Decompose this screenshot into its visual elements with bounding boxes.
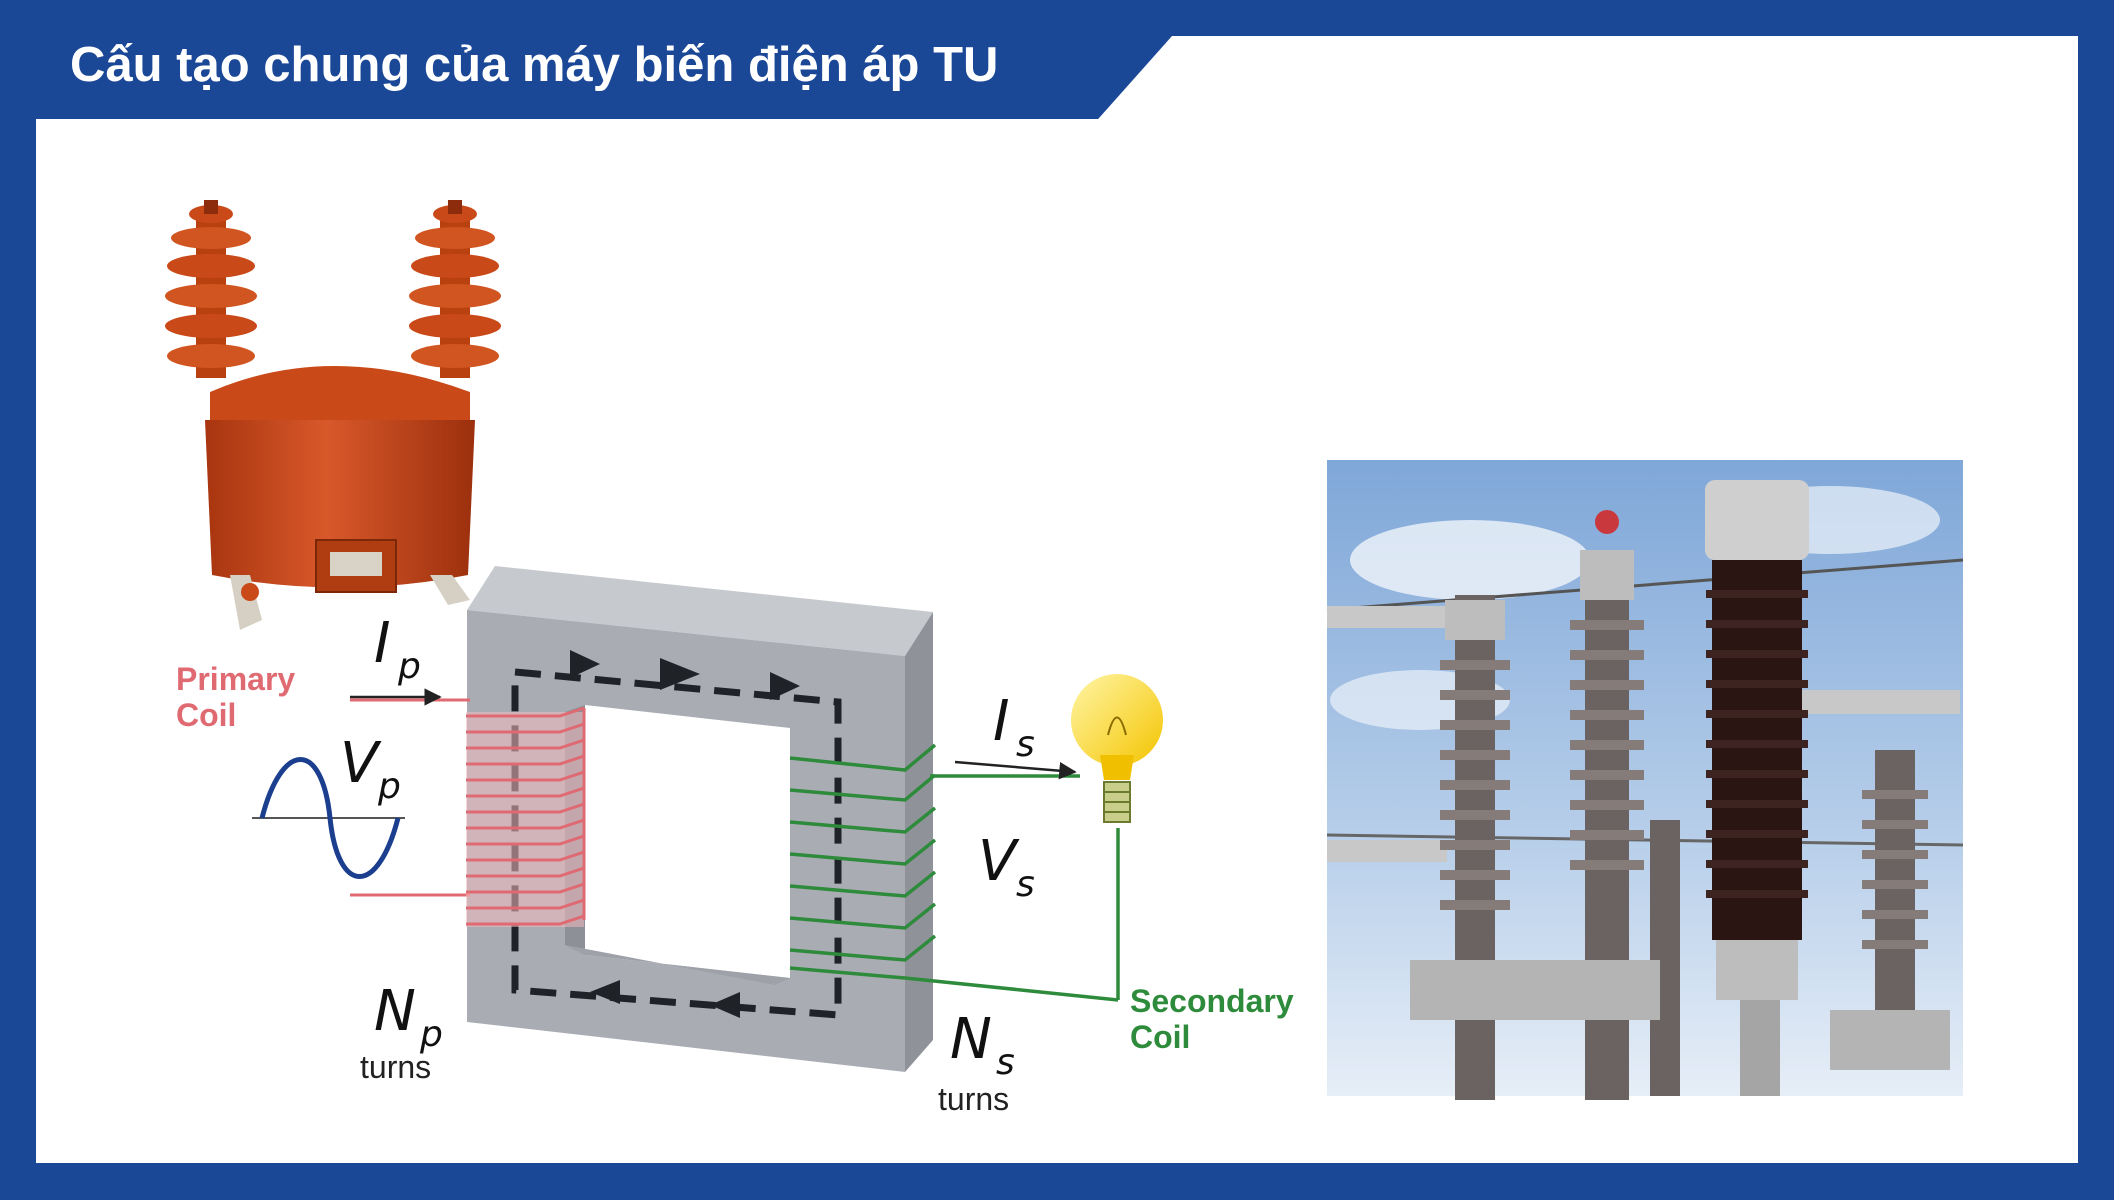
primary-coil	[350, 698, 586, 927]
ns-subscript: s	[996, 1042, 1015, 1083]
secondary-current-arrow	[954, 760, 1077, 780]
primary-coil-label-line1: Primary	[176, 661, 295, 697]
substation-photo	[1326, 460, 1964, 1100]
flux-arrow-icon	[570, 650, 600, 678]
left-bushing	[165, 200, 257, 378]
right-bushing	[409, 200, 501, 378]
slide-title: Cấu tạo chung của máy biến điện áp TU	[70, 38, 999, 92]
flux-arrow-icon	[770, 672, 800, 700]
voltage-transformer-photo	[165, 200, 501, 630]
light-bulb-icon	[1071, 674, 1163, 823]
ip-symbol: I	[374, 611, 391, 676]
secondary-coil-label-line1: Secondary	[1130, 983, 1294, 1019]
vp-subscript: p	[377, 766, 401, 807]
vs-subscript: s	[1016, 864, 1035, 905]
title-banner	[36, 36, 1172, 119]
flux-arrow-icon	[590, 980, 620, 1004]
flux-arrow-icon	[660, 658, 700, 690]
secondary-turns-label: turns	[938, 1081, 1009, 1117]
transformer-body	[205, 420, 475, 588]
primary-coil-label-line2: Coil	[176, 697, 236, 733]
ns-symbol: N	[950, 1007, 992, 1072]
np-subscript: p	[419, 1014, 443, 1055]
ip-subscript: p	[397, 646, 421, 687]
secondary-coil	[789, 743, 1120, 1002]
flux-path	[511, 650, 842, 1019]
vp-symbol: V	[340, 731, 382, 796]
flux-arrow-icon	[710, 992, 740, 1018]
vs-symbol: V	[978, 829, 1020, 894]
is-symbol: I	[993, 689, 1010, 754]
sine-wave-icon	[252, 757, 405, 879]
secondary-coil-label-line2: Coil	[1130, 1019, 1190, 1055]
is-subscript: s	[1016, 724, 1035, 765]
np-symbol: N	[374, 979, 416, 1044]
primary-turns-label: turns	[360, 1049, 431, 1085]
